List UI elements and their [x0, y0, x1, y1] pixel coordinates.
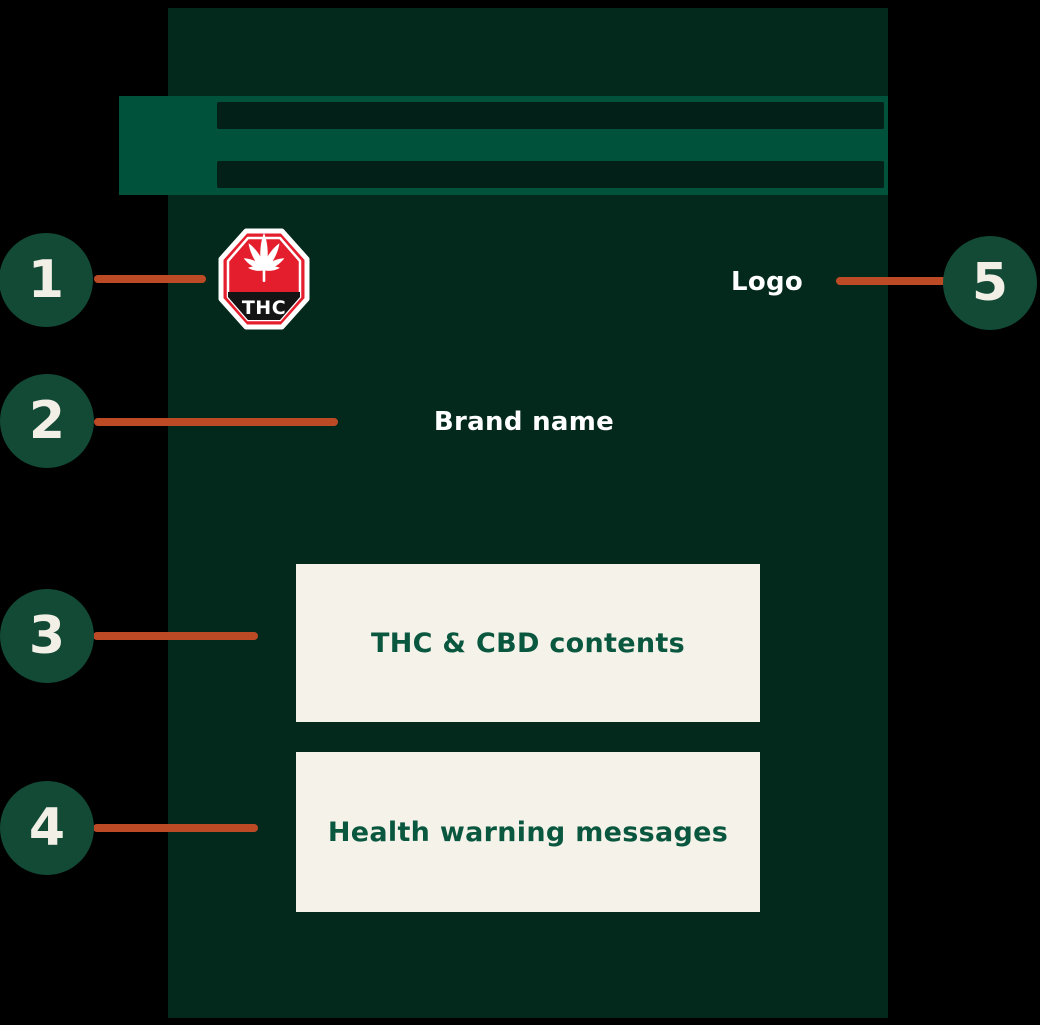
callout-number: 2: [28, 391, 66, 451]
callout-connector-4: [93, 824, 258, 832]
thc-cbd-contents-label: THC & CBD contents: [371, 627, 685, 659]
callout-marker-1: 1: [0, 233, 93, 327]
redacted-text-bar: [217, 161, 884, 188]
health-warning-panel: Health warning messages: [296, 752, 760, 912]
callout-number: 4: [28, 798, 66, 858]
thc-warning-symbol: THC: [218, 228, 310, 330]
callout-connector-1: [94, 275, 206, 283]
callout-marker-5: 5: [943, 236, 1037, 330]
thc-cbd-contents-panel: THC & CBD contents: [296, 564, 760, 722]
callout-number: 1: [27, 250, 65, 310]
callout-number: 5: [971, 253, 1009, 313]
callout-connector-2: [94, 418, 338, 426]
callout-marker-4: 4: [0, 781, 94, 875]
callout-connector-3: [93, 632, 258, 640]
callout-marker-3: 3: [0, 589, 94, 683]
logo-placeholder-label: Logo: [730, 267, 804, 297]
health-warning-label: Health warning messages: [327, 816, 729, 848]
callout-number: 3: [28, 606, 66, 666]
brand-name-label: Brand name: [433, 407, 615, 437]
redacted-text-bar: [217, 102, 884, 129]
callout-marker-2: 2: [0, 374, 94, 468]
top-label-band: [119, 96, 888, 195]
thc-symbol-text: THC: [242, 297, 286, 319]
callout-connector-5: [836, 277, 946, 285]
cannabis-leaf-icon: [243, 233, 285, 282]
